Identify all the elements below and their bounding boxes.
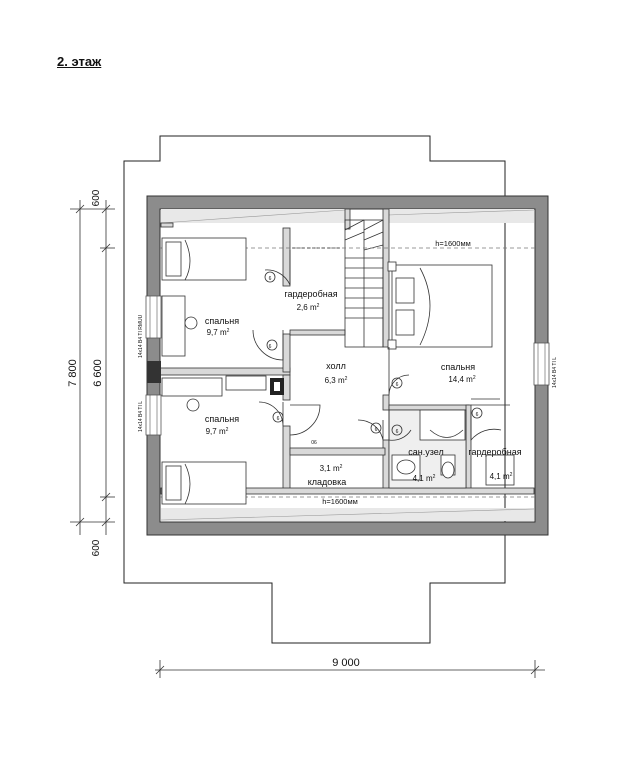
window-left-bottom <box>145 394 162 436</box>
window-left-top <box>145 295 162 339</box>
doors <box>252 250 502 442</box>
desk-top-left <box>161 295 198 357</box>
door-code: 6 <box>269 276 272 282</box>
room-label-bedroom-right: спальня 14,4 m2 <box>441 362 476 384</box>
svg-text:4,1 m2: 4,1 m2 <box>413 474 436 483</box>
svg-text:спальня: спальня <box>441 362 475 372</box>
svg-text:гардеробная: гардеробная <box>468 447 521 457</box>
door-code: 06 <box>311 440 317 446</box>
room-label-storage: 3,1 m2 кладовка <box>308 464 346 487</box>
door-code: 6 <box>396 429 399 435</box>
svg-text:9,7 m2: 9,7 m2 <box>206 427 229 436</box>
dim-left-top: 600 <box>91 189 102 206</box>
door-code: 6 <box>269 344 272 350</box>
staircase <box>344 219 384 348</box>
room-label-bathroom: сан.узел 4,1 m2 <box>408 447 443 483</box>
dim-left-bottom: 600 <box>91 539 102 556</box>
door-code: 6 <box>375 427 378 433</box>
desk-bottom-left <box>161 375 267 412</box>
door-code: 6 <box>396 382 399 388</box>
height-label-bottom: h=1600мм <box>322 497 358 506</box>
dim-left-total: 7 800 <box>67 359 79 387</box>
interior-walls <box>159 208 535 495</box>
window-code-right: 14x14 B4 TI L <box>552 357 558 388</box>
room-label-bedroom-bl: спальня 9,7 m2 <box>205 414 239 436</box>
dim-bottom-width: 9 000 <box>332 657 360 669</box>
svg-text:кладовка: кладовка <box>308 477 346 487</box>
svg-text:4,1 m2: 4,1 m2 <box>490 472 513 481</box>
dimension-line-bottom <box>155 660 545 678</box>
dimension-lines-left <box>70 200 115 535</box>
room-label-hall: холл 6,3 m2 <box>325 361 348 385</box>
bed-bottom-left <box>161 461 247 505</box>
svg-text:2,6 m2: 2,6 m2 <box>297 303 320 312</box>
window-code-left-top: 14x14 B4 TI RMUU <box>138 314 144 358</box>
svg-text:спальня: спальня <box>205 414 239 424</box>
room-label-wardrobe-top: гардеробная 2,6 m2 <box>284 289 337 312</box>
height-label-top: h=1600мм <box>435 239 471 248</box>
room-label-bedroom-tl: спальня 9,7 m2 <box>205 316 239 337</box>
wardrobe-rods <box>292 247 515 486</box>
page-title: 2. этаж <box>57 54 102 69</box>
bed-right <box>387 261 493 350</box>
window-code-left-bottom: 14x14 B4 TI L <box>138 401 144 432</box>
window-right <box>533 342 550 386</box>
door-code: 6 <box>476 412 479 418</box>
door-code: 6 <box>277 416 280 422</box>
svg-text:14,4 m2: 14,4 m2 <box>448 375 475 384</box>
svg-text:6,3 m2: 6,3 m2 <box>325 376 348 385</box>
svg-text:9,7 m2: 9,7 m2 <box>207 328 230 337</box>
svg-text:спальня: спальня <box>205 316 239 326</box>
bed-top-left <box>161 237 247 281</box>
roof-outline <box>123 135 506 644</box>
svg-text:3,1 m2: 3,1 m2 <box>320 464 343 473</box>
bathroom-fixtures <box>388 409 467 489</box>
dim-left-inner: 6 600 <box>92 359 104 387</box>
room-label-wardrobe-right: гардеробная 4,1 m2 <box>468 447 521 481</box>
svg-text:холл: холл <box>326 361 346 371</box>
svg-text:сан.узел: сан.узел <box>408 447 443 457</box>
low-zone-top-right <box>388 209 534 223</box>
svg-text:гардеробная: гардеробная <box>284 289 337 299</box>
